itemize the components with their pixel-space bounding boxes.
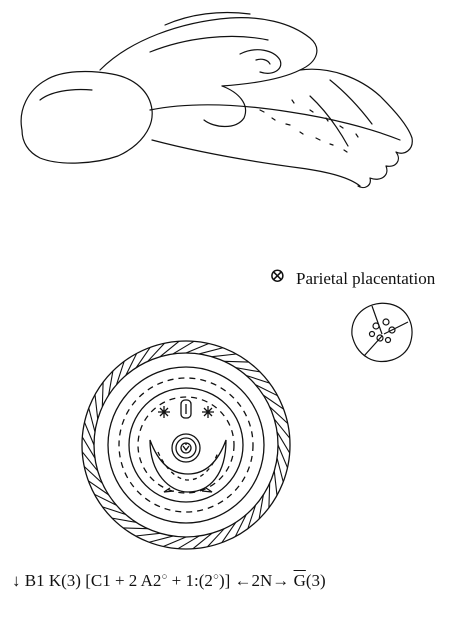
bract-hatch-mark: [102, 382, 103, 407]
bract-hatch-mark: [186, 344, 209, 353]
bract-hatch-mark: [224, 361, 249, 362]
formula-close: )] ←2N→: [219, 571, 294, 590]
bract-hatch-mark: [274, 471, 277, 495]
bract-hatch-mark: [278, 445, 287, 468]
bract-hatch-mark: [95, 395, 98, 419]
formula-gynoecium-symbol: G: [294, 571, 306, 590]
bract-hatch-mark: [85, 422, 94, 445]
floral-formula: ↓ B1 K(3) [C1 + 2 A2○ + 1:(2○)] ←2N→ G(3…: [12, 571, 326, 591]
formula-mid: + 1:(2: [167, 571, 212, 590]
bract-hatch-mark: [212, 354, 236, 357]
bract-hatch-mark: [136, 533, 160, 536]
bract-hatch-mark: [123, 528, 148, 529]
formula-suffix: (3): [306, 571, 326, 590]
bract-hatch-mark: [163, 537, 186, 546]
bract-hatch-mark: [89, 408, 95, 432]
bract-hatch-mark: [149, 536, 173, 542]
bract-hatch-mark: [199, 348, 223, 354]
bract-hatch-mark: [277, 458, 283, 482]
formula-prefix: ↓ B1 K(3) [C1 + 2 A2: [12, 571, 161, 590]
bract-hatch-mark: [269, 483, 270, 508]
